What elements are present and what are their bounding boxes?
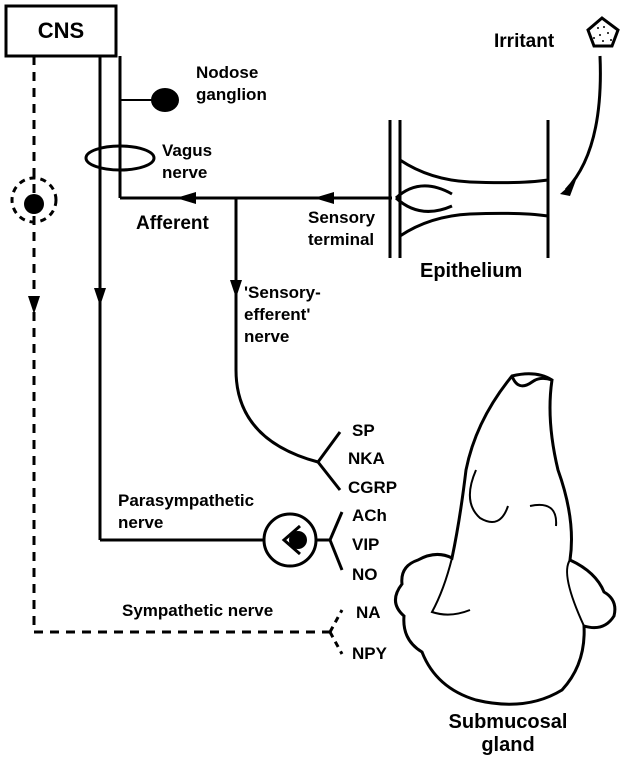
sensory-terminal-ending xyxy=(396,186,452,212)
sensory-efferent-arrow xyxy=(230,280,242,298)
epithelium-label: Epithelium xyxy=(420,259,522,283)
mediator-cgrp: CGRP xyxy=(348,477,397,498)
sensory-efferent-label-line2: efferent' xyxy=(244,304,310,325)
nodose-ganglion-label-line1: Nodose xyxy=(196,62,258,83)
mediator-na: NA xyxy=(356,602,381,623)
sensory-efferent-label-line3: nerve xyxy=(244,326,289,347)
sensory-fork-lower xyxy=(318,462,340,490)
submucosal-gland-outline xyxy=(395,374,614,704)
sympathetic-nerve-label: Sympathetic nerve xyxy=(122,600,273,621)
mediator-sp: SP xyxy=(352,420,375,441)
sensory-terminal-label-line1: Sensory xyxy=(308,207,375,228)
irritant-label: Irritant xyxy=(494,30,554,53)
mediator-npy: NPY xyxy=(352,643,387,664)
mediator-vip: VIP xyxy=(352,534,379,555)
mediator-ach: ACh xyxy=(352,505,387,526)
nodose-ganglion-cell xyxy=(151,88,179,112)
mediator-nka: NKA xyxy=(348,448,385,469)
nodose-ganglion-label-line2: ganglion xyxy=(196,84,267,105)
sensory-fork-upper xyxy=(318,432,340,462)
afferent-label: Afferent xyxy=(136,212,209,235)
vagus-nerve-label-line2: nerve xyxy=(162,162,207,183)
irritant-arrow-path xyxy=(566,56,600,190)
parasympathetic-fork-lower xyxy=(330,540,342,570)
afferent-arrow-left xyxy=(176,192,196,204)
submucosal-gland-label-line1: Submucosal xyxy=(438,710,578,734)
afferent-arrow-right xyxy=(314,192,334,204)
sympathetic-fork-lower xyxy=(330,632,342,654)
submucosal-gland-label-line2: gland xyxy=(438,733,578,757)
parasympathetic-nerve-label-line2: nerve xyxy=(118,512,163,533)
vagus-down-arrow xyxy=(94,288,106,306)
parasympathetic-fork-upper xyxy=(330,512,342,540)
sensory-efferent-label-line1: 'Sensory- xyxy=(244,282,321,303)
cns-label: CNS xyxy=(6,6,116,56)
sympathetic-fork-upper xyxy=(330,610,342,632)
vagus-nerve-label-line1: Vagus xyxy=(162,140,212,161)
parasympathetic-nerve-label-line1: Parasympathetic xyxy=(118,490,254,511)
mediator-no: NO xyxy=(352,564,378,585)
parasympathetic-ganglion-cell xyxy=(289,531,307,549)
sympathetic-ganglion-cell xyxy=(24,194,44,214)
epithelium-upper-surface xyxy=(400,160,548,183)
sensory-terminal-label-line2: terminal xyxy=(308,229,374,250)
epithelium-lower-surface xyxy=(400,213,548,236)
sympathetic-down-arrow xyxy=(28,296,40,314)
irritant-arrowhead xyxy=(560,180,576,196)
